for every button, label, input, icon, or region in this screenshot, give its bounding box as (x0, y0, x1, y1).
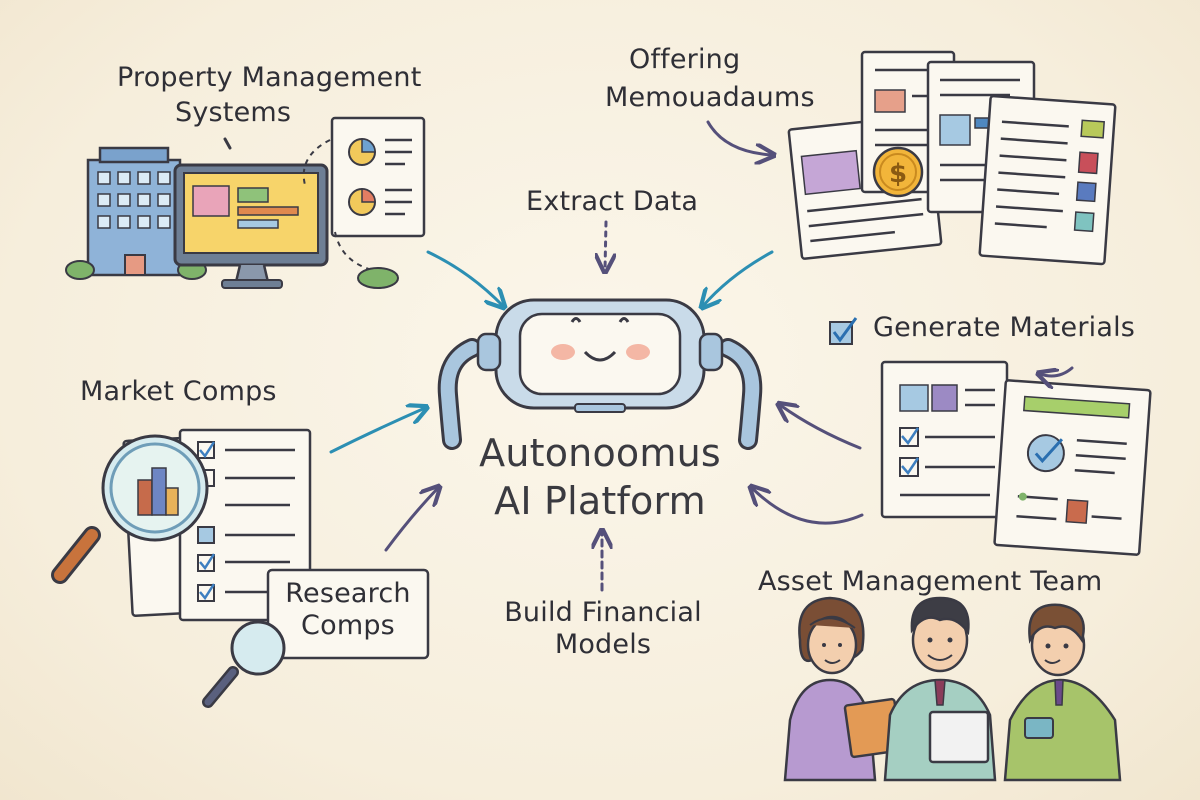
action-build-label: Build Financial Models (488, 597, 718, 662)
node-generate-label: Generate Materials (873, 312, 1136, 343)
node-om-label-2: Memouadaums (605, 82, 815, 113)
research-comps-card (266, 568, 430, 660)
flow-arrows (223, 120, 1074, 592)
node-pms-label-2: Systems (175, 97, 292, 128)
document-icon (787, 50, 1117, 266)
node-om-label-1: Offering (629, 44, 741, 75)
node-research-label-1: Research (285, 578, 411, 609)
document-icon (880, 360, 1152, 556)
node-research-label: Research Comps (268, 578, 428, 643)
checkbox-icon (829, 317, 858, 345)
node-research-label-2: Comps (301, 610, 395, 642)
node-pms-label-1: Property Management (117, 62, 422, 93)
magnifier-icon (202, 620, 286, 708)
robot-icon (437, 298, 763, 450)
document-icon (302, 116, 426, 289)
svg-text:$: $ (889, 159, 907, 189)
action-build-label-2: Models (554, 629, 652, 661)
monitor-icon (173, 163, 329, 289)
node-team-label: Asset Management Team (758, 566, 1103, 597)
building-icon (65, 146, 207, 280)
action-build-label-1: Build Financial (504, 597, 702, 628)
platform-title-line-1: Autonoomus (479, 431, 721, 475)
coin-icon: $ (872, 146, 924, 198)
platform-title: Autonoomus AI Platform (460, 430, 740, 525)
platform-title-line-2: AI Platform (494, 478, 706, 523)
people-icon (783, 596, 1122, 782)
node-market-label: Market Comps (80, 376, 277, 407)
action-extract-label: Extract Data (526, 186, 699, 217)
magnifier-icon (51, 434, 209, 584)
